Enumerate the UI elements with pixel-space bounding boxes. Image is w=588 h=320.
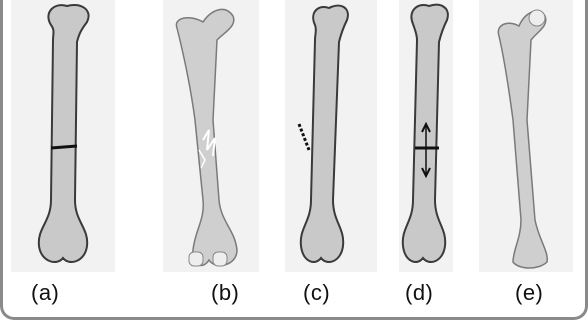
femur-comminuted-fracture xyxy=(163,0,259,272)
condyle-left xyxy=(189,252,203,266)
label-d: (d) xyxy=(405,280,433,306)
femoral-head xyxy=(529,10,545,26)
label-e: (e) xyxy=(515,280,543,306)
panel-c xyxy=(285,0,377,272)
femur-intact xyxy=(479,0,573,272)
femur-transverse-fracture xyxy=(11,0,115,272)
label-c: (c) xyxy=(303,280,330,306)
panel-b xyxy=(163,0,259,272)
femur-oblique-fracture xyxy=(285,0,377,272)
panel-e xyxy=(479,0,573,272)
fracture-line xyxy=(51,146,77,148)
label-a: (a) xyxy=(31,280,59,306)
panel-d xyxy=(399,0,453,272)
label-b: (b) xyxy=(211,280,239,306)
femur-segmental-fracture xyxy=(399,0,453,272)
panel-a xyxy=(11,0,115,272)
oblique-fracture-line xyxy=(299,124,309,150)
condyle-right xyxy=(213,252,227,266)
